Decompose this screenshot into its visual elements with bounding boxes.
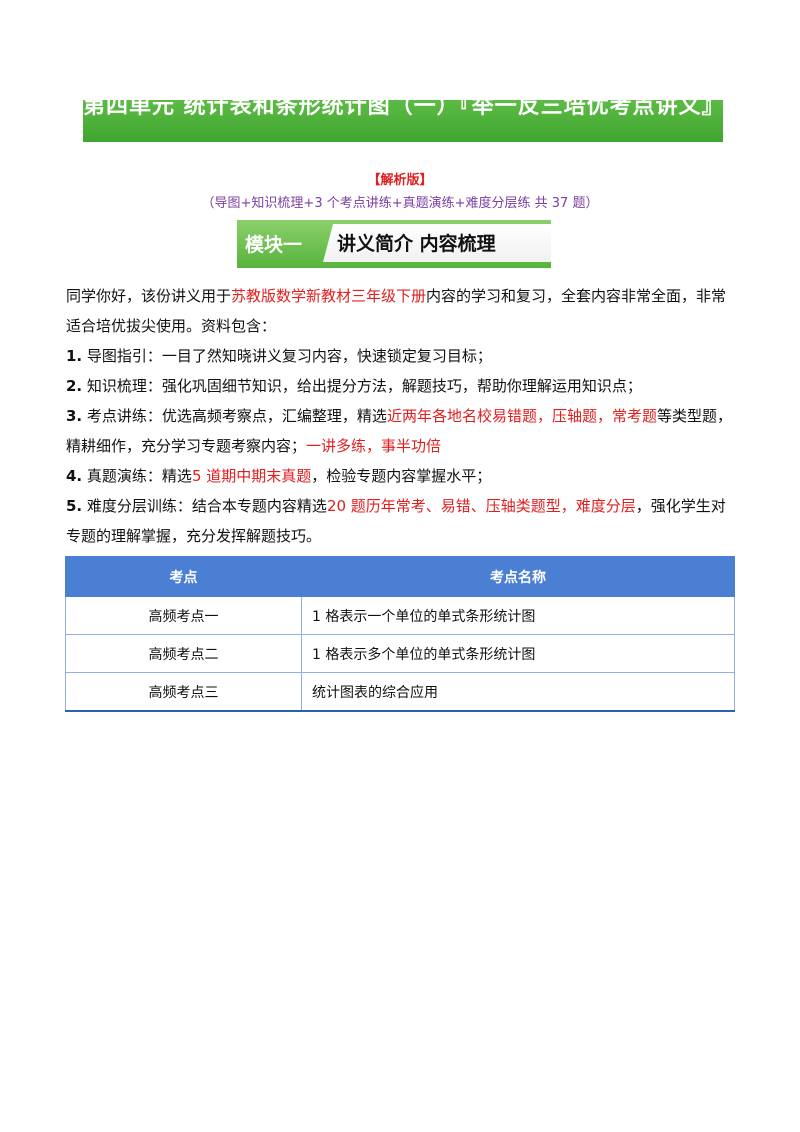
intro-text: 同学你好，该份讲义用于	[66, 287, 232, 305]
table-cell: 1 格表示一个单位的单式条形统计图	[301, 596, 735, 635]
header-point-name: 考点名称	[301, 556, 735, 597]
item-text: 导图指引：一目了然知晓讲义复习内容，快速锁定复习目标；	[86, 347, 492, 365]
item-text-cont: ，强化学生对专题的理解掌握，充分发挥解题技巧。	[66, 497, 726, 545]
exam-points-table: 考点 考点名称 高频考点一 1 格表示一个单位的单式条形统计图 高频考点二 1 …	[65, 556, 735, 712]
item-number: 5.	[66, 497, 83, 515]
item-highlight-2: 一讲多练，事半功倍	[306, 437, 442, 455]
scope-line: （导图+知识梳理+3 个考点讲练+真题演练+难度分层练 共 37 题）	[201, 196, 599, 211]
table-cell: 高频考点二	[65, 634, 302, 673]
item-text-cont: 等类型题，精耕细作，充分学习专题考察内容；	[66, 407, 732, 455]
list-item-1: 1. 导图指引：一目了然知晓讲义复习内容，快速锁定复习目标；	[66, 341, 738, 371]
list-item-2: 2. 知识梳理：强化巩固细节知识，给出提分方法，解题技巧，帮助你理解运用知识点；	[66, 371, 738, 401]
table-row: 高频考点三 统计图表的综合应用	[65, 672, 735, 712]
module-title-card	[323, 224, 551, 262]
module-title: 讲义简介 内容梳理	[337, 233, 496, 255]
item-text: 考点讲练：优选高频考察点，汇编整理，精选	[86, 407, 387, 425]
intro-paragraph: 同学你好，该份讲义用于苏教版数学新教材三年级下册内容的学习和复习，全套内容非常全…	[66, 281, 738, 341]
item-text: 真题演练：精选	[86, 467, 192, 485]
banner-title: 第四单元 统计表和条形统计图（一）『举一反三培优考点讲义』	[83, 100, 723, 119]
table-cell: 高频考点一	[65, 596, 302, 635]
list-item-3: 3. 考点讲练：优选高频考察点，汇编整理，精选近两年各地名校易错题，压轴题，常考…	[66, 401, 738, 461]
item-text: 知识梳理：强化巩固细节知识，给出提分方法，解题技巧，帮助你理解运用知识点；	[86, 377, 642, 395]
item-number: 4.	[66, 467, 83, 485]
list-item-4: 4. 真题演练：精选5 道期中期末真题，检验专题内容掌握水平；	[66, 461, 738, 491]
header-point: 考点	[65, 556, 302, 597]
item-number: 2.	[66, 377, 83, 395]
item-highlight: 近两年各地名校易错题，压轴题，常考题	[386, 407, 657, 425]
title-banner: 第四单元 统计表和条形统计图（一）『举一反三培优考点讲义』	[83, 100, 723, 142]
version-label: 【解析版】	[367, 173, 433, 188]
item-number: 3.	[66, 407, 83, 425]
table-header-row: 考点 考点名称	[65, 556, 735, 597]
table-row: 高频考点二 1 格表示多个单位的单式条形统计图	[65, 634, 735, 673]
intro-text-end: 内容的学习和复习，全套内容非常全面，非常适合培优拔尖使用。资料包含：	[66, 287, 727, 335]
intro-highlight: 苏教版数学新教材三年级下册	[231, 287, 427, 305]
item-highlight: 5 道期中期末真题	[191, 467, 312, 485]
table-cell: 高频考点三	[65, 672, 302, 712]
item-text-cont: ，检验专题内容掌握水平；	[311, 467, 492, 485]
module-label: 模块一	[245, 234, 303, 256]
table-cell: 统计图表的综合应用	[301, 672, 735, 712]
item-highlight: 20 题历年常考、易错、压轴类题型，难度分层	[326, 497, 636, 515]
list-item-5: 5. 难度分层训练：结合本专题内容精选20 题历年常考、易错、压轴类题型，难度分…	[66, 491, 738, 551]
module-heading: 模块一 讲义简介 内容梳理	[237, 220, 557, 268]
table-row: 高频考点一 1 格表示一个单位的单式条形统计图	[65, 596, 735, 635]
item-text: 难度分层训练：结合本专题内容精选	[86, 497, 327, 515]
table-cell: 1 格表示多个单位的单式条形统计图	[301, 634, 735, 673]
item-number: 1.	[66, 347, 83, 365]
